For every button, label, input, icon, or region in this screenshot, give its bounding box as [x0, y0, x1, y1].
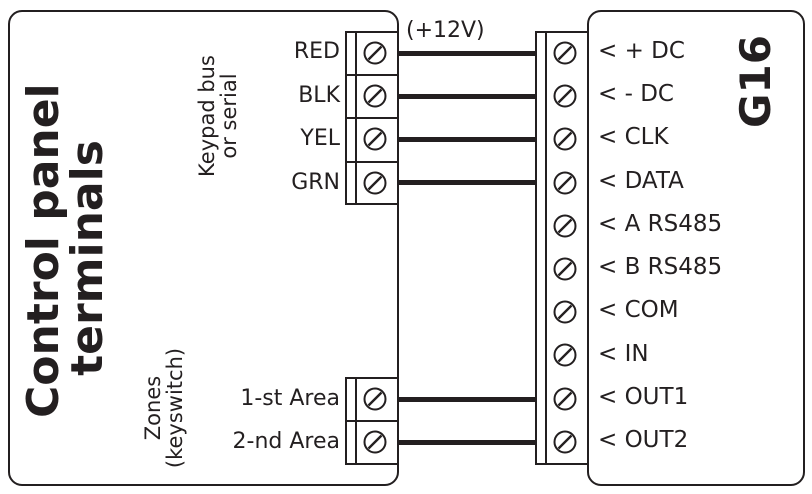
- control-panel-title: Control panel terminals: [18, 83, 113, 418]
- zones-group-label: Zones (keyswitch): [141, 338, 187, 478]
- g16-terminal-label: < CLK: [598, 124, 669, 150]
- g16-terminal-label: < - DC: [598, 81, 674, 107]
- wire: [399, 439, 536, 445]
- g16-terminal-label: < IN: [598, 341, 649, 367]
- title-line-2: terminals: [62, 140, 113, 376]
- zones-group-line-2: (keyswitch): [163, 347, 187, 469]
- terminal-label-grn: GRN: [291, 170, 340, 195]
- wire: [399, 396, 536, 402]
- g16-terminal-label: < B RS485: [598, 254, 723, 280]
- terminal-label-blk: BLK: [298, 83, 340, 108]
- g16-terminal-block: [535, 31, 589, 465]
- g16-terminal-label: < + DC: [598, 38, 685, 64]
- keypad-group-line-1: Keypad bus: [195, 55, 219, 177]
- screw-terminal-icon: [553, 300, 577, 324]
- screw-terminal-icon: [553, 41, 577, 65]
- screw-terminal-icon: [553, 257, 577, 281]
- g16-terminal-label: < OUT1: [598, 384, 689, 410]
- terminal-strip: [537, 33, 547, 463]
- terminal-divider: [345, 420, 399, 423]
- wire: [399, 50, 536, 56]
- terminal-divider: [345, 117, 399, 120]
- g16-terminal-label: < DATA: [598, 168, 684, 194]
- keypad-group-line-2: or serial: [217, 73, 241, 159]
- screw-terminal-icon: [553, 387, 577, 411]
- screw-terminal-icon: [363, 430, 387, 454]
- terminal-label-area-2: 2-nd Area: [232, 429, 340, 454]
- g16-terminal-label: < A RS485: [598, 211, 723, 237]
- screw-terminal-icon: [553, 84, 577, 108]
- screw-terminal-icon: [363, 387, 387, 411]
- screw-terminal-icon: [553, 127, 577, 151]
- g16-terminal-label: < OUT2: [598, 427, 689, 453]
- screw-terminal-icon: [553, 171, 577, 195]
- terminal-divider: [345, 74, 399, 77]
- screw-terminal-icon: [553, 343, 577, 367]
- g16-terminal-label: < COM: [598, 297, 679, 323]
- keypad-group-label: Keypad bus or serial: [195, 36, 241, 196]
- zones-group-line-1: Zones: [141, 375, 165, 441]
- screw-terminal-icon: [553, 214, 577, 238]
- title-line-1: Control panel: [18, 83, 69, 418]
- wire: [399, 180, 536, 186]
- screw-terminal-icon: [363, 127, 387, 151]
- g16-title: G16: [731, 35, 780, 128]
- terminal-divider: [345, 160, 399, 163]
- wire: [399, 93, 536, 99]
- screw-terminal-icon: [363, 171, 387, 195]
- wire: [399, 137, 536, 142]
- screw-terminal-icon: [553, 430, 577, 454]
- voltage-note: (+12V): [406, 18, 485, 43]
- terminal-label-red: RED: [293, 39, 340, 64]
- screw-terminal-icon: [363, 84, 387, 108]
- terminal-label-yel: YEL: [300, 126, 340, 151]
- terminal-label-area-1: 1-st Area: [240, 386, 340, 411]
- screw-terminal-icon: [363, 41, 387, 65]
- g16-module-box: [587, 10, 805, 486]
- control-panel-box: [8, 10, 399, 486]
